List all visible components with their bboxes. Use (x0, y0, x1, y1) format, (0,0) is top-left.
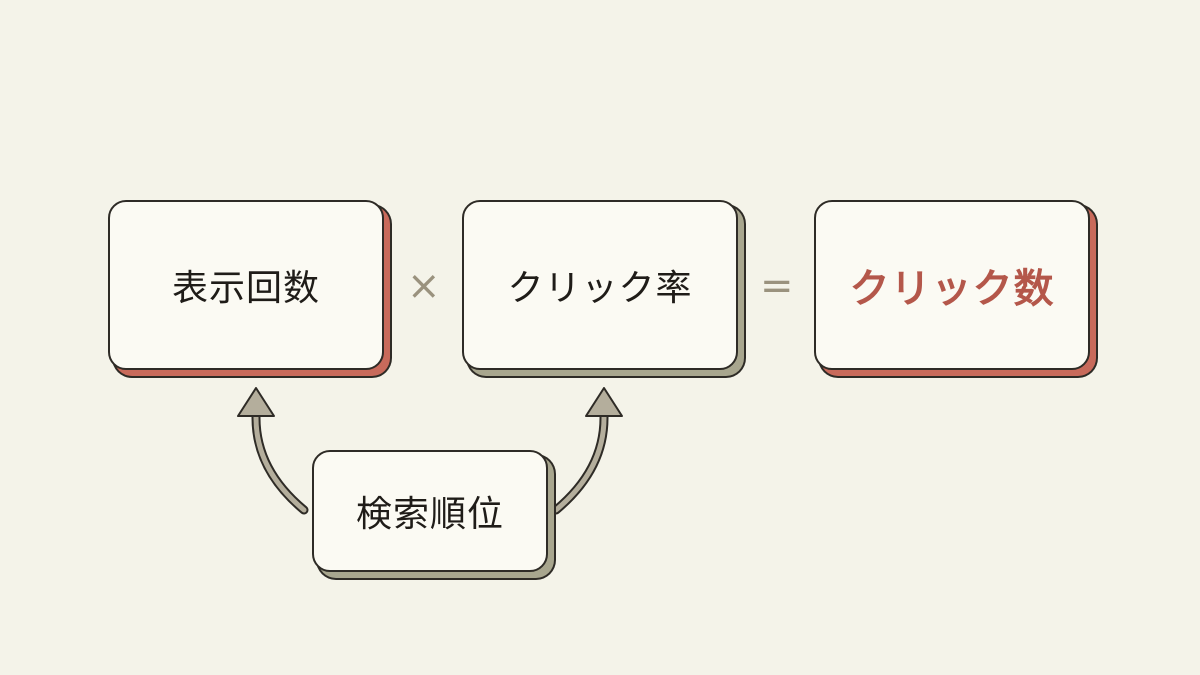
clicks-label: クリック数 (849, 266, 1055, 312)
arrow-ranking-to-impressions (237, 387, 309, 515)
ctr-card: クリック率 (462, 200, 738, 370)
clicks-card: クリック数 (814, 200, 1090, 370)
arrow-ranking-to-ctr (551, 387, 623, 515)
ranking-label: 検索順位 (355, 494, 504, 535)
impressions-label: 表示回数 (171, 268, 320, 309)
multiply-symbol: × (407, 263, 441, 309)
equals-symbol: = (760, 263, 794, 309)
ctr-label: クリック率 (507, 268, 693, 309)
ranking-card: 検索順位 (312, 450, 548, 572)
impressions-card: 表示回数 (108, 200, 384, 370)
